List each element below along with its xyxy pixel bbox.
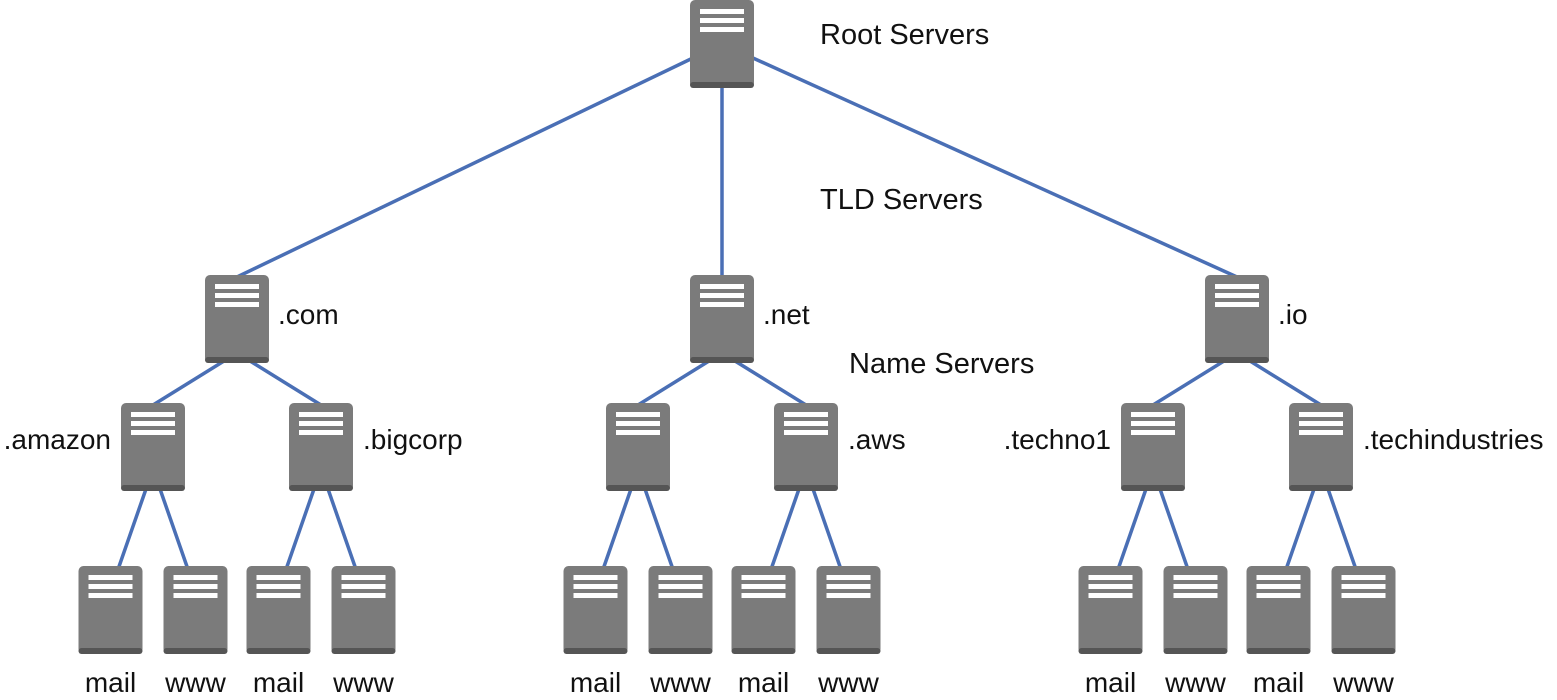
tld-server-icon <box>205 275 269 363</box>
connector-line <box>1152 359 1225 407</box>
connector-line <box>721 42 1238 279</box>
host-server-icon <box>1163 566 1228 654</box>
host-label: mail <box>253 667 304 698</box>
host-label: www <box>332 667 394 698</box>
tld-label: .net <box>763 299 810 330</box>
host-server-icon <box>78 566 143 654</box>
connector-line <box>1284 488 1316 569</box>
domain-server-icon <box>606 403 670 491</box>
domain-server-icon <box>289 403 353 491</box>
host-server-icon <box>1331 566 1396 654</box>
root-server-icon <box>690 0 754 88</box>
host-server-icon <box>163 566 228 654</box>
root-servers-label: Root Servers <box>820 19 989 51</box>
host-label: mail <box>1253 667 1304 698</box>
connector-line <box>643 488 675 569</box>
host-label: www <box>817 667 879 698</box>
server-nodes <box>78 0 1396 654</box>
tld-label: .io <box>1278 299 1308 330</box>
connector-lines <box>116 42 1358 569</box>
connector-line <box>326 488 358 569</box>
host-server-icon <box>563 566 628 654</box>
connector-line <box>769 488 801 569</box>
host-server-icon <box>816 566 881 654</box>
connector-line <box>152 359 225 407</box>
connector-line <box>1116 488 1148 569</box>
host-label: www <box>164 667 226 698</box>
connector-line <box>734 359 807 407</box>
host-server-icon <box>731 566 796 654</box>
domain-label: .techno1 <box>1004 424 1111 455</box>
connector-line <box>236 42 723 279</box>
host-server-icon <box>331 566 396 654</box>
connector-line <box>1326 488 1358 569</box>
host-server-icon <box>1246 566 1311 654</box>
name-servers-label: Name Servers <box>849 348 1034 380</box>
host-label: mail <box>85 667 136 698</box>
tld-server-icon <box>1205 275 1269 363</box>
domain-label: .aws <box>848 424 906 455</box>
host-label: mail <box>570 667 621 698</box>
host-label: www <box>649 667 711 698</box>
domain-label: .amazon <box>4 424 111 455</box>
domain-server-icon <box>1121 403 1185 491</box>
host-label: mail <box>1085 667 1136 698</box>
connector-line <box>284 488 316 569</box>
host-label: www <box>1164 667 1226 698</box>
domain-server-icon <box>121 403 185 491</box>
tld-server-icon <box>690 275 754 363</box>
host-server-icon <box>246 566 311 654</box>
tld-servers-label: TLD Servers <box>820 184 983 216</box>
tier-labels: Root Servers TLD Servers Name Servers <box>820 19 1034 380</box>
domain-label: .bigcorp <box>363 424 463 455</box>
tld-label: .com <box>278 299 339 330</box>
connector-line <box>811 488 843 569</box>
connector-line <box>158 488 190 569</box>
domain-server-icon <box>1289 403 1353 491</box>
domain-server-icon <box>774 403 838 491</box>
connector-line <box>249 359 322 407</box>
domain-label: .techindustries <box>1363 424 1544 455</box>
connector-line <box>601 488 633 569</box>
connector-line <box>1158 488 1190 569</box>
host-label: mail <box>738 667 789 698</box>
connector-line <box>637 359 710 407</box>
host-label: www <box>1332 667 1394 698</box>
host-server-icon <box>648 566 713 654</box>
connector-line <box>1249 359 1322 407</box>
host-server-icon <box>1078 566 1143 654</box>
connector-line <box>116 488 148 569</box>
